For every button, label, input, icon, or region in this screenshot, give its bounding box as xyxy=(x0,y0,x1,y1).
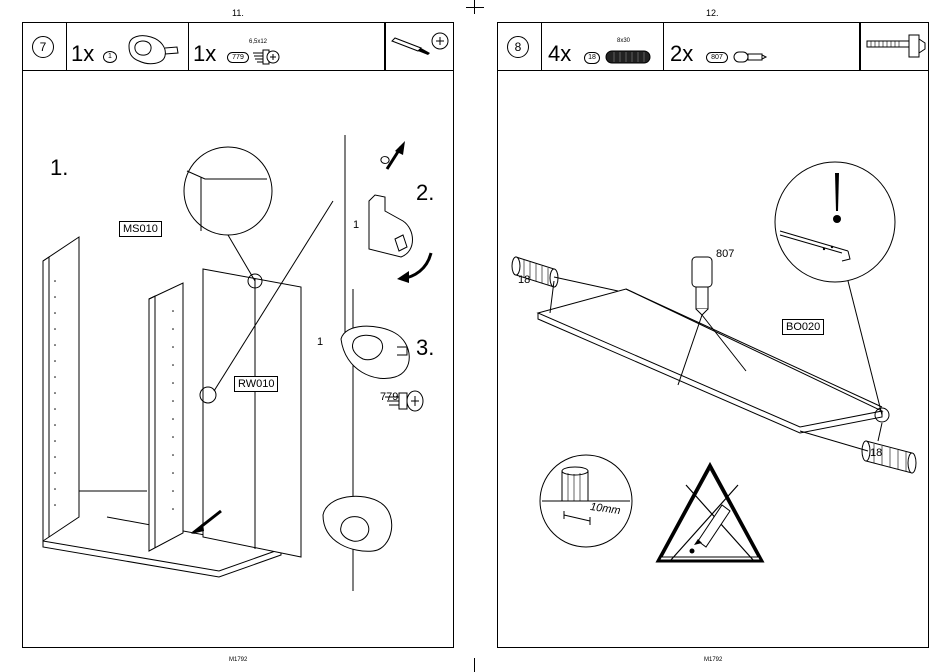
part-cell-1: 1x 1 xyxy=(67,23,189,71)
part-quantity: 1x xyxy=(193,43,216,65)
dowel-label-left: 18 xyxy=(518,274,530,286)
tool-cell xyxy=(385,23,455,71)
part-code: 1 xyxy=(103,51,117,63)
step-header: 7 1x 1 1x 779 6,5x12 xyxy=(23,23,453,71)
crop-mark-bottom xyxy=(474,658,475,672)
crop-mark-top-h xyxy=(466,7,484,8)
cabinet-assembly-illustration xyxy=(23,71,455,651)
part-cell-2: 1x 779 6,5x12 xyxy=(189,23,385,71)
shelf-assembly-illustration xyxy=(498,71,930,651)
footer-code-left: M1792 xyxy=(229,657,247,663)
screw-label: 779 xyxy=(380,391,398,403)
part-quantity: 1x xyxy=(71,43,94,65)
wood-dowel-icon xyxy=(604,47,656,67)
pin-label-807: 807 xyxy=(716,248,734,260)
dowel-label-right: 18 xyxy=(870,447,882,459)
step-cell: 7 xyxy=(23,23,67,71)
fitting-label-step-2: 1 xyxy=(353,219,359,231)
instruction-page-right: 8 4x 18 8x30 2x 807 xyxy=(497,22,929,648)
part-code: 779 xyxy=(227,52,249,63)
part-dimension: 6,5x12 xyxy=(249,39,267,45)
part-quantity: 4x xyxy=(548,43,571,65)
no-glue-warning-icon xyxy=(658,465,762,561)
fitting-label-step-3: 1 xyxy=(317,336,323,348)
part-quantity: 2x xyxy=(670,43,693,65)
hammer-icon xyxy=(863,27,927,67)
tool-cell xyxy=(860,23,930,71)
step-number: 7 xyxy=(32,36,54,58)
screw-icon xyxy=(251,48,281,68)
page-number-left: 11. xyxy=(232,8,244,18)
panel-label-ms010: MS010 xyxy=(119,221,162,237)
part-cell-1: 4x 18 8x30 xyxy=(542,23,664,71)
shelf-label-bo020: BO020 xyxy=(782,319,824,335)
step-cell: 8 xyxy=(498,23,542,71)
shelf-pin-icon xyxy=(732,48,772,68)
cam-fitting-icon xyxy=(121,28,181,68)
part-code: 807 xyxy=(706,52,728,63)
panel-label-rw010: RW010 xyxy=(234,376,278,392)
part-cell-2: 2x 807 xyxy=(664,23,860,71)
step-number: 8 xyxy=(507,36,529,58)
part-dimension: 8x30 xyxy=(617,38,630,44)
step-header: 8 4x 18 8x30 2x 807 xyxy=(498,23,928,71)
part-code: 18 xyxy=(584,52,600,64)
screwdriver-icon xyxy=(388,27,452,67)
footer-code-right: M1792 xyxy=(704,657,722,663)
instruction-page-left: 7 1x 1 1x 779 6,5x12 xyxy=(22,22,454,648)
page-number-right: 12. xyxy=(706,8,719,18)
